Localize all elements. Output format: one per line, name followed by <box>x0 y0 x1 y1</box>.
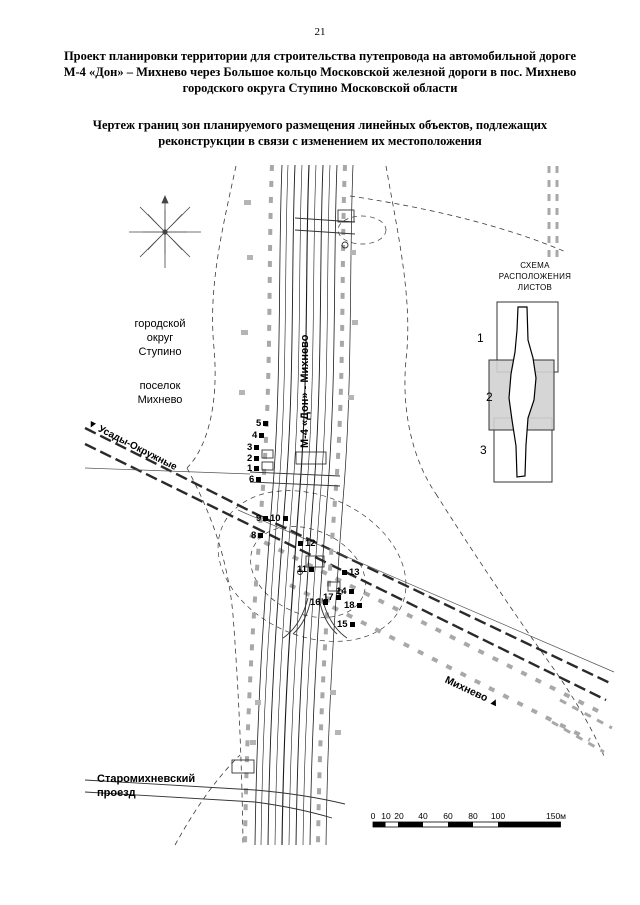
boundary-point-9: 9 <box>256 514 268 524</box>
drawing-title: Чертеж границ зон планируемого размещени… <box>92 118 548 148</box>
scale-label-40: 40 <box>418 811 428 821</box>
zone-boundaries <box>174 165 605 846</box>
scale-label-0: 0 <box>370 811 376 821</box>
marker-number: 8 <box>251 530 257 541</box>
marker-number: 16 <box>310 597 321 608</box>
settlement-label: поселок Михнево <box>137 380 183 406</box>
scale-bar-graphic <box>372 821 561 828</box>
marker-number: 9 <box>256 513 262 524</box>
boundary-point-1: 1 <box>247 464 259 474</box>
marker-number: 4 <box>252 430 258 441</box>
marker-number: 1 <box>247 463 253 474</box>
boundary-point-10: 10 <box>270 514 288 524</box>
scale-label-20: 20 <box>394 811 404 821</box>
boundary-point-11: 11 <box>297 565 314 575</box>
boundary-point-12: 12 <box>298 539 316 549</box>
marker-number: 6 <box>249 474 255 485</box>
marker-number: 18 <box>344 600 355 611</box>
scale-label-150m: 150м <box>545 811 567 821</box>
overpass-structures <box>84 209 356 819</box>
boundary-point-5: 5 <box>256 419 268 429</box>
page-number: 21 <box>314 26 326 38</box>
sheet-number-3: 3 <box>480 443 487 457</box>
boundary-point-14: 14 <box>336 587 354 597</box>
building-footprints <box>239 200 358 745</box>
compass-rose-icon <box>129 194 201 268</box>
boundary-point-8: 8 <box>251 531 263 541</box>
marker-number: 2 <box>247 453 253 464</box>
street-label: Старомихневский проезд <box>97 773 196 800</box>
marker-number: 12 <box>305 538 316 549</box>
sheet-number-2: 2 <box>486 390 493 404</box>
marker-number: 11 <box>297 564 308 575</box>
road-corridor <box>243 164 354 846</box>
boundary-point-2: 2 <box>247 454 259 464</box>
scale-label-80: 80 <box>468 811 478 821</box>
marker-number: 5 <box>256 418 262 429</box>
boundary-point-4: 4 <box>252 431 264 441</box>
boundary-point-15: 15 <box>337 620 355 630</box>
scale-label-10: 10 <box>381 811 391 821</box>
marker-number: 17 <box>323 592 334 603</box>
boundary-point-6: 6 <box>249 475 261 485</box>
sheet-scheme-title: СХЕМА РАСПОЛОЖЕНИЯ ЛИСТОВ <box>498 261 572 292</box>
scale-label-100: 100 <box>490 811 506 821</box>
marker-number: 13 <box>349 567 360 578</box>
edge-utility-lines <box>547 166 613 754</box>
boundary-point-13: 13 <box>342 568 360 578</box>
marker-number: 10 <box>270 513 281 524</box>
road-axis-label: М-4 «Дон» - Михнево <box>299 334 311 449</box>
boundary-point-17: 17 <box>323 593 341 603</box>
marker-number: 15 <box>337 619 348 630</box>
boundary-point-18: 18 <box>344 601 362 611</box>
marker-number: 3 <box>247 442 253 453</box>
sheet-scheme-graphic <box>488 301 559 483</box>
scale-label-60: 60 <box>443 811 453 821</box>
document-title: Проект планировки территории для строите… <box>63 49 577 95</box>
marker-number: 14 <box>336 586 347 597</box>
sheet-number-1: 1 <box>477 331 484 345</box>
boundary-point-16: 16 <box>310 598 328 608</box>
boundary-point-3: 3 <box>247 443 259 453</box>
district-label: городской округ Ступино <box>134 318 186 358</box>
